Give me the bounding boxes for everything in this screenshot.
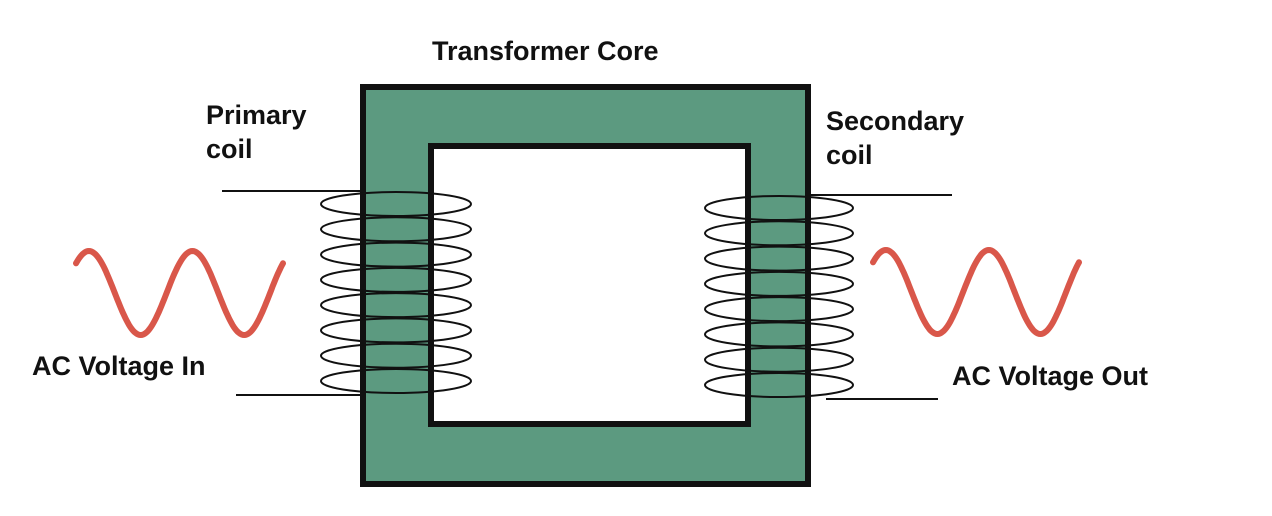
secondary-coil-label-line2: coil	[826, 140, 873, 170]
secondary-coil-turn	[704, 321, 854, 348]
primary-coil-label: Primary coil	[206, 98, 307, 166]
primary-coil-turn	[320, 241, 472, 268]
primary-coil-label-line1: Primary	[206, 100, 307, 130]
transformer-core	[360, 84, 811, 487]
secondary-coil-turn	[704, 270, 854, 297]
primary-coil-label-line2: coil	[206, 134, 253, 164]
secondary-coil-turn	[704, 245, 854, 272]
secondary-coil-turn	[704, 195, 854, 221]
primary-coil-turn	[320, 266, 472, 293]
core-label: Transformer Core	[432, 36, 659, 66]
secondary-coil-label-line1: Secondary	[826, 106, 965, 136]
secondary-coil-label: Secondary coil	[826, 104, 964, 172]
primary-coil-turn	[320, 368, 472, 394]
secondary-coil-turn	[704, 220, 854, 247]
primary-coil-turn	[320, 342, 472, 369]
secondary-coil	[704, 195, 854, 398]
primary-coil-turn	[320, 292, 472, 319]
secondary-coil-turn	[704, 296, 854, 323]
primary-coil	[320, 191, 472, 394]
ac-input-wave	[73, 247, 286, 339]
ac-output-wave	[870, 246, 1082, 338]
primary-coil-turn	[320, 216, 472, 243]
primary-coil-turn	[320, 317, 472, 344]
secondary-coil-turn	[704, 346, 854, 373]
primary-coil-turn	[320, 191, 472, 217]
voltage-out-label: AC Voltage Out	[952, 361, 1149, 391]
secondary-coil-turn	[704, 372, 854, 398]
voltage-in-label: AC Voltage In	[32, 351, 206, 381]
